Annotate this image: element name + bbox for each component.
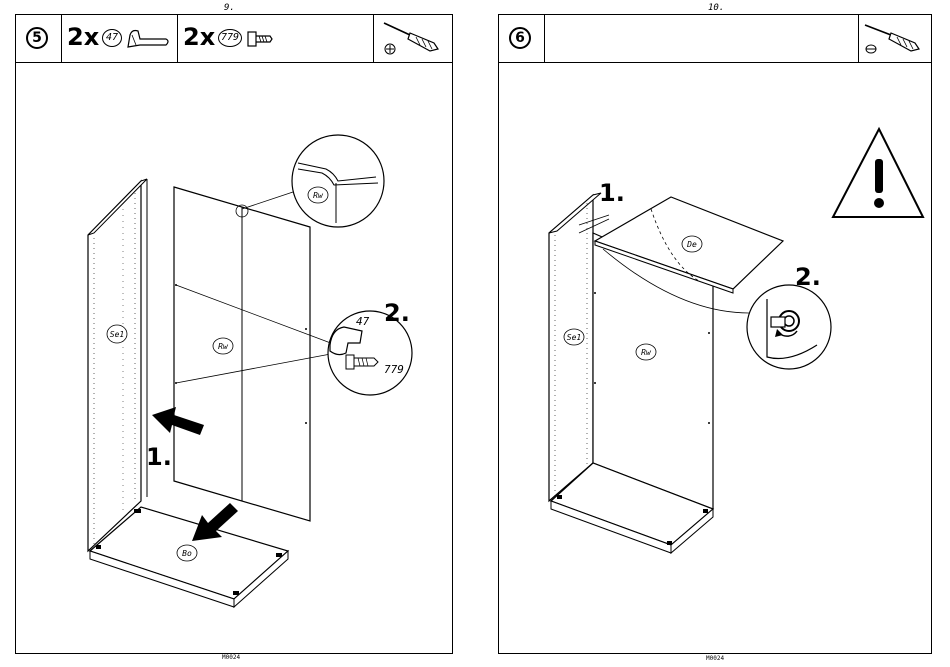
- part-number: 47: [102, 29, 122, 47]
- page-number-right: 10.: [708, 3, 724, 13]
- document-code-left: M0024: [222, 654, 240, 667]
- tool-cell: [859, 15, 931, 62]
- part-label-back: Rw: [641, 348, 652, 357]
- part-cell-47: 2x 47: [62, 15, 178, 62]
- part-label-top: De: [686, 240, 697, 249]
- hardware-label-779: 779: [384, 363, 404, 376]
- instruction-page-left: 5 2x 47 2x 779: [15, 14, 453, 654]
- part-label-side: Se1: [567, 333, 581, 342]
- step-cell: 5: [16, 15, 62, 62]
- callout-step-1: 1.: [146, 443, 172, 471]
- instruction-page-right: 6 Se1: [498, 14, 932, 654]
- callout-step-2: 2.: [795, 263, 821, 291]
- part-cell-779: 2x 779: [178, 15, 374, 62]
- hardware-label-47: 47: [356, 315, 370, 328]
- warning-triangle-icon: [833, 129, 923, 217]
- part-number: 779: [218, 29, 242, 47]
- tool-cell: [374, 15, 452, 62]
- screw-icon: [246, 29, 274, 49]
- part-label-back: Rw: [218, 342, 229, 351]
- shelf-support-icon: [126, 27, 172, 51]
- callout-step-2: 2.: [384, 299, 410, 327]
- back-panel: [174, 187, 310, 521]
- step-header: 5 2x 47 2x 779: [16, 15, 452, 63]
- step-cell: 6: [499, 15, 545, 62]
- step-number: 5: [26, 27, 48, 49]
- screwdriver-flat-icon: [861, 19, 929, 59]
- screwdriver-phillips-icon: [378, 19, 448, 59]
- assembly-illustration: Se1 Rw De 1.: [499, 63, 931, 653]
- parts-cell-empty: [545, 15, 859, 62]
- side-panel: [88, 179, 147, 551]
- callout-step-1: 1.: [599, 179, 625, 207]
- part-quantity: 2x: [67, 24, 99, 50]
- step-header: 6: [499, 15, 931, 63]
- document-code-right: M0024: [706, 655, 724, 667]
- detail-label-back: Rw: [313, 191, 324, 200]
- part-label-bottom: Bo: [182, 549, 192, 558]
- assembly-illustration: Se1 Bo Rw 1.: [16, 63, 452, 653]
- part-quantity: 2x: [183, 24, 215, 50]
- step-number: 6: [509, 27, 531, 49]
- page-number-left: 9.: [224, 3, 235, 13]
- part-label-side: Se1: [110, 330, 124, 339]
